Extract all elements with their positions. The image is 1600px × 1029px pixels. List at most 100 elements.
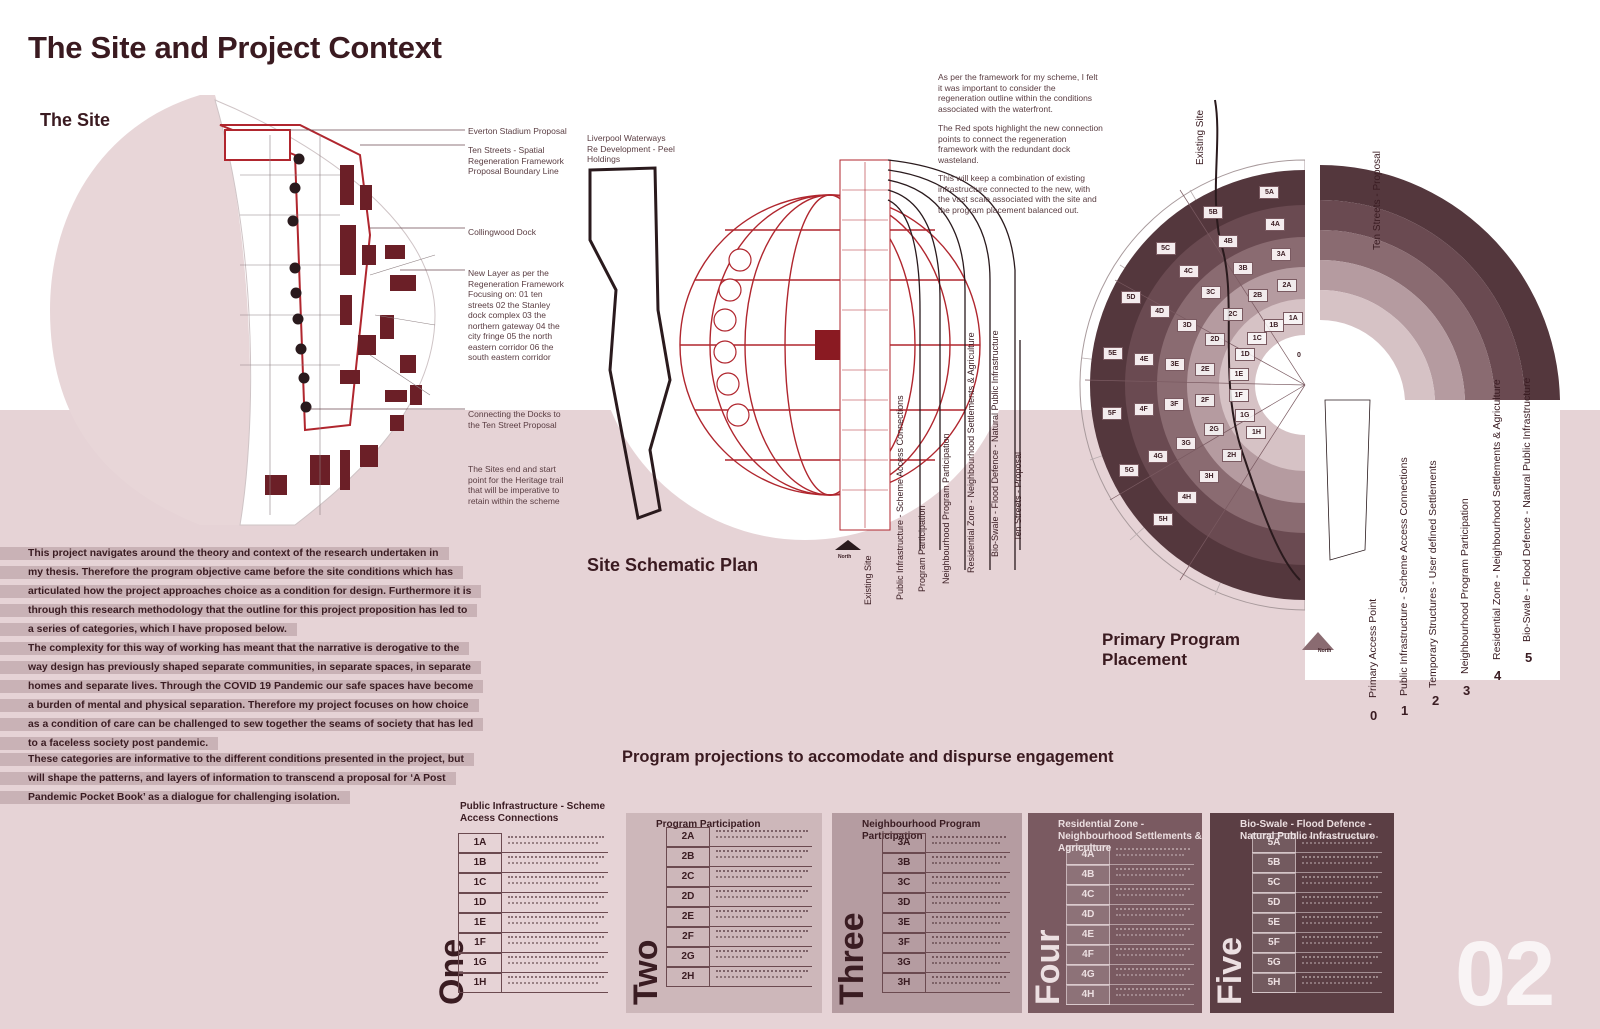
placement-cell: 2B: [1247, 289, 1268, 303]
table-row: 5C: [1252, 873, 1382, 893]
placement-cell: 4B: [1218, 234, 1239, 248]
placement-cell: 4F: [1133, 402, 1154, 416]
program-description: [1116, 928, 1190, 931]
band-1-right: [1320, 289, 1435, 400]
placement-cell: 4C: [1178, 264, 1199, 278]
program-code: 1A: [458, 833, 502, 853]
schematic-circles: [713, 248, 752, 427]
placement-land-outline: [1324, 399, 1371, 561]
vlabel-residential: Residential Zone - Neighbourhood Settlem…: [966, 332, 976, 573]
program-description: [932, 916, 1006, 919]
program-code: 5D: [1252, 893, 1296, 913]
program-description: [932, 922, 1000, 925]
ring-label-5: Bio-Swale - Flood Defence - Natural Publ…: [1521, 377, 1533, 642]
placement-cell: 1A: [1283, 312, 1304, 326]
program-description: [1116, 948, 1190, 951]
program-description: [508, 922, 598, 925]
program-code: 4C: [1066, 885, 1110, 905]
paragraph-2-line: as a condition of care can be challenged…: [0, 718, 484, 731]
program-code: 4B: [1066, 865, 1110, 885]
program-description: [716, 950, 808, 953]
table-row: 1C: [458, 873, 608, 893]
table-row: 3B: [882, 853, 1010, 873]
vlabel-existing-site: Existing Site: [863, 555, 873, 605]
program-description: [932, 896, 1006, 899]
program-card-4: Residential Zone - Neighbourhood Settlem…: [1028, 813, 1202, 1013]
program-description: [508, 942, 598, 945]
table-row: 4E: [1066, 925, 1194, 945]
program-card-number: Four: [1029, 929, 1067, 1005]
program-code: 4A: [1066, 845, 1110, 865]
program-description: [508, 902, 598, 905]
program-description: [716, 850, 808, 853]
program-description: [1302, 982, 1372, 985]
placement-cell: 5C: [1155, 242, 1176, 256]
table-row: 1E: [458, 913, 608, 933]
program-description: [1302, 922, 1372, 925]
placement-cell: 1G: [1234, 408, 1255, 422]
vlabel-program: Program Participation: [917, 505, 927, 592]
program-code: 4E: [1066, 925, 1110, 945]
program-card-title: Neighbourhood Program Participation: [862, 819, 981, 842]
table-row: 2G: [666, 947, 812, 967]
program-code: 4F: [1066, 945, 1110, 965]
paragraph-2-line: homes and separate lives. Through the CO…: [0, 680, 484, 693]
placement-cell: 2E: [1195, 362, 1216, 376]
table-row: 1H: [458, 973, 608, 993]
paragraph-2-line: The complexity for this way of working h…: [0, 642, 470, 655]
page-number: 02: [1455, 923, 1555, 1025]
program-code: 3G: [882, 953, 926, 973]
ring-label-3: Neighbourhood Program Participation: [1459, 498, 1471, 674]
program-description: [1116, 868, 1190, 871]
program-description: [508, 896, 604, 899]
program-description: [508, 882, 598, 885]
program-description: [508, 916, 604, 919]
paragraph-1-line: a series of categories, which I have pro…: [0, 623, 297, 636]
program-description: [1302, 976, 1378, 979]
program-description: [716, 970, 808, 973]
program-code: 5G: [1252, 953, 1296, 973]
table-row: 1A: [458, 833, 608, 853]
program-description: [508, 842, 598, 845]
table-row: 4H: [1066, 985, 1194, 1005]
program-description: [1302, 876, 1378, 879]
program-description: [508, 962, 598, 965]
program-code: 5C: [1252, 873, 1296, 893]
placement-cell: 3F: [1164, 398, 1185, 412]
annotation-trail: The Sites end and start point for the He…: [468, 464, 564, 506]
program-code: 1G: [458, 953, 502, 973]
placement-cell: 5A: [1259, 186, 1280, 200]
existing-outer-arc: [1079, 159, 1306, 611]
program-card-title: Program Participation: [656, 819, 761, 830]
placement-north-arrow: [1302, 632, 1334, 650]
table-row: 5D: [1252, 893, 1382, 913]
program-card-title: Residential Zone - Neighbourhood Settlem…: [1058, 819, 1202, 854]
placement-cell: 3H: [1199, 470, 1220, 484]
table-row: 3F: [882, 933, 1010, 953]
program-description: [932, 882, 1000, 885]
placement-ten-streets-label: Ten Streets - Proposal: [1372, 151, 1383, 250]
band-3-right: [1320, 229, 1495, 400]
schematic-band-lines: [887, 159, 1021, 570]
placement-cell: 2G: [1204, 423, 1225, 437]
table-row: 5G: [1252, 953, 1382, 973]
program-description: [716, 890, 808, 893]
program-code: 3E: [882, 913, 926, 933]
paragraph-3-line: These categories are informative to the …: [0, 753, 474, 766]
schematic-north-label: North: [838, 554, 852, 560]
program-code: 5H: [1252, 973, 1296, 993]
band-2-right: [1320, 259, 1465, 400]
table-row: 2D: [666, 887, 812, 907]
program-code: 3C: [882, 873, 926, 893]
table-row: 1D: [458, 893, 608, 913]
program-description: [1116, 888, 1190, 891]
program-description: [1302, 942, 1372, 945]
program-description: [716, 910, 808, 913]
program-description: [1302, 916, 1378, 919]
program-description: [1302, 902, 1372, 905]
placement-heading-line1: Primary Program: [1102, 630, 1240, 649]
program-description: [1302, 936, 1378, 939]
placement-center: 0: [1297, 352, 1301, 359]
